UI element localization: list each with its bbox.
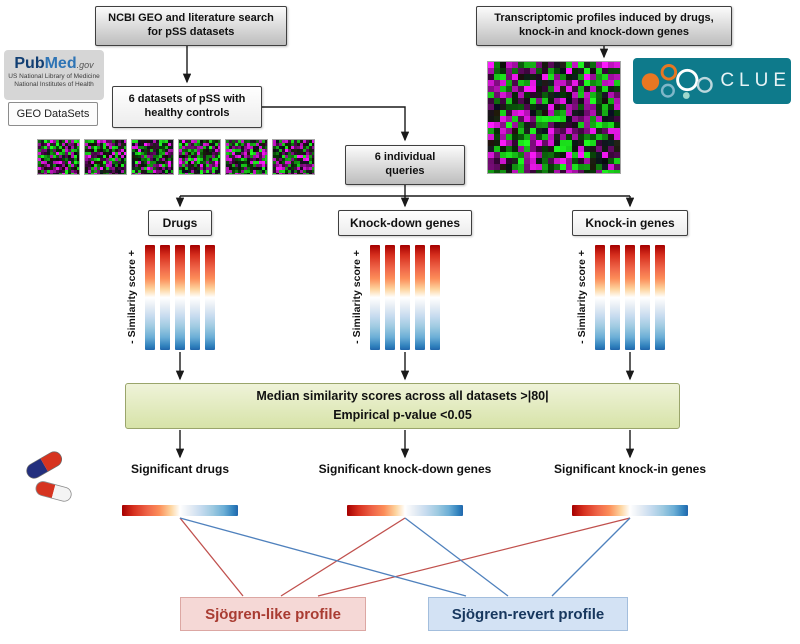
transcriptomic-heatmap [488,62,620,173]
similarity-bar [625,245,635,350]
profile-assignment-lines [179,517,631,597]
similarity-axis-label-drugs: - Similarity score + [126,250,138,344]
ncbi-geo-search-box: NCBI GEO and literature search for pSS d… [95,6,287,46]
transcriptomic-profiles-box: Transcriptomic profiles induced by drugs… [476,6,732,46]
similarity-bars-knockdown [370,245,440,350]
similarity-bar [430,245,440,350]
similarity-bar [385,245,395,350]
microarray-thumbnail-1 [38,140,79,174]
microarray-thumbnail-4 [179,140,220,174]
geo-datasets-label: GEO DataSets [8,102,98,126]
microarray-thumbnail-2 [85,140,126,174]
pubmed-wordmark: PubMed.gov [4,55,104,73]
clue-logo: CLUE [633,58,791,104]
pubmed-tagline-1: US National Library of Medicine [8,73,100,80]
similarity-bar [610,245,620,350]
result-gradient-bar-knockin [572,505,688,516]
microarray-thumbnail-3 [132,140,173,174]
significant-knockdown-label: Significant knock-down genes [318,462,492,476]
similarity-bars-knockin [595,245,665,350]
similarity-axis-label-knockin: - Similarity score + [576,250,588,344]
similarity-axis-label-knockdown: - Similarity score + [351,250,363,344]
similarity-bar [400,245,410,350]
similarity-bar [595,245,605,350]
branch-knockdown-box: Knock-down genes [338,210,472,236]
pubmed-med-text: Med [44,55,77,72]
microarray-thumbnail-5 [226,140,267,174]
similarity-bars-drugs [145,245,215,350]
sjogren-like-profile-box: Sjögren-like profile [180,597,366,631]
microarray-thumbnail-6 [273,140,314,174]
similarity-bar [175,245,185,350]
similarity-bar [655,245,665,350]
clue-circles-icon [641,64,713,99]
significant-drugs-label: Significant drugs [130,462,229,476]
clue-wordmark: CLUE [720,70,791,91]
pubmed-gov-text: .gov [76,60,94,70]
selection-criteria-box: Median similarity scores across all data… [125,383,680,429]
similarity-bar [640,245,650,350]
similarity-bar [145,245,155,350]
individual-queries-box: 6 individual queries [345,145,465,185]
branch-knockin-box: Knock-in genes [572,210,688,236]
pubmed-tagline-2: National Institutes of Health [14,81,94,89]
pubmed-pub-text: Pub [14,55,45,72]
result-gradient-bar-drugs [122,505,238,516]
result-gradient-bar-knockdown [347,505,463,516]
similarity-bar [205,245,215,350]
sjogren-revert-profile-box: Sjögren-revert profile [428,597,628,631]
similarity-bar [160,245,170,350]
similarity-bar [190,245,200,350]
significant-knockin-label: Significant knock-in genes [553,462,707,476]
pills-icon [24,449,73,503]
branch-drugs-box: Drugs [148,210,212,236]
similarity-bar [370,245,380,350]
pubmed-logo: PubMed.gov US National Library of Medici… [4,50,104,100]
pss-datasets-box: 6 datasets of pSS with healthy controls [112,86,262,128]
similarity-bar [415,245,425,350]
